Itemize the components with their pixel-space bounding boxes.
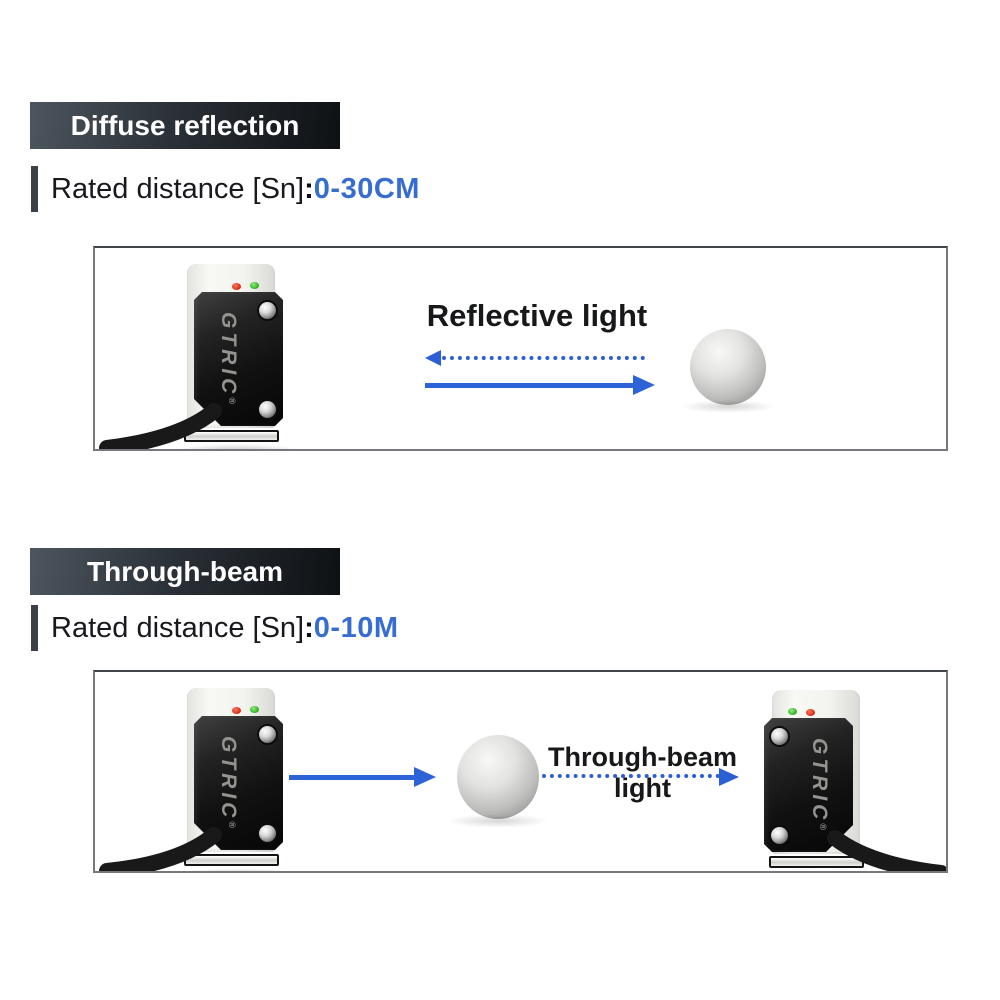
sensor-mount-bracket [769, 856, 864, 868]
led-green-icon [250, 282, 259, 289]
registered-mark: ® [226, 397, 237, 404]
brand-name: GTRIC [216, 735, 240, 821]
diagram-panel-diffuse: GTRIC® Reflective light [93, 246, 948, 451]
screw-icon [259, 825, 276, 842]
banner-title: Diffuse reflection [70, 109, 300, 141]
solid-beam-line [425, 383, 634, 388]
section-banner-throughbeam: Through-beam [30, 548, 340, 595]
rated-distance-label: Rated distance [Sn] [51, 611, 305, 644]
sensor-shadow [173, 868, 301, 871]
accent-bar [31, 166, 38, 212]
sensor-body: GTRIC® [194, 292, 283, 426]
screw-icon [259, 726, 276, 743]
brand-label: GTRIC® [216, 312, 240, 404]
photoelectric-sensor-emitter: GTRIC® [173, 688, 301, 871]
registered-mark: ® [226, 821, 237, 828]
rated-distance-row-diffuse: Rated distance [Sn] : 0-30CM [31, 165, 420, 213]
brand-label: GTRIC® [216, 736, 240, 828]
sensor-body: GTRIC® [764, 718, 853, 852]
target-ball [457, 735, 539, 819]
photoelectric-sensor-left: GTRIC® [173, 264, 301, 449]
dotted-beam-line [442, 356, 645, 360]
screw-icon [259, 401, 276, 418]
brand-name: GTRIC [808, 737, 832, 823]
led-red-icon [232, 707, 241, 714]
sensor-mount-bracket [184, 854, 279, 866]
led-red-icon [232, 283, 241, 290]
registered-mark: ® [818, 823, 829, 830]
target-ball [690, 329, 766, 405]
accent-bar [31, 605, 38, 651]
rated-distance-row-throughbeam: Rated distance [Sn] : 0-10M [31, 604, 398, 652]
ball-shadow [678, 400, 778, 413]
screw-icon [259, 302, 276, 319]
dotted-beam-line [542, 774, 720, 778]
brand-name: GTRIC [216, 311, 240, 397]
led-green-icon [788, 708, 797, 715]
diagram-panel-throughbeam: GTRIC® GTRIC® Through-beam light [93, 670, 948, 873]
ball-shadow [445, 814, 551, 828]
solid-arrow-right-head-icon [414, 767, 436, 787]
rated-distance-value: 0-30CM [313, 172, 420, 205]
beam-label: Through-beam light [548, 742, 737, 803]
photoelectric-sensor-receiver: GTRIC® [758, 690, 886, 871]
banner-title: Through-beam [87, 555, 283, 587]
led-green-icon [250, 706, 259, 713]
rated-distance-value: 0-10M [313, 611, 399, 644]
rated-distance-colon: : [304, 172, 314, 205]
sensor-body: GTRIC® [194, 716, 283, 850]
dotted-arrow-left-head-icon [425, 350, 441, 366]
beam-label: Reflective light [426, 298, 648, 333]
section-banner-diffuse: Diffuse reflection [30, 102, 340, 149]
sensor-mount-bracket [184, 430, 279, 442]
sensor-shadow [758, 870, 886, 871]
solid-arrow-right-head-icon [633, 375, 655, 395]
led-red-icon [806, 709, 815, 716]
rated-distance-label: Rated distance [Sn] [51, 172, 305, 205]
dotted-arrow-right-head-icon [719, 768, 739, 786]
sensor-shadow [173, 444, 301, 449]
rated-distance-colon: : [304, 611, 314, 644]
screw-icon [771, 827, 788, 844]
screw-icon [771, 728, 788, 745]
solid-beam-line [289, 775, 416, 780]
brand-label: GTRIC® [807, 738, 831, 830]
